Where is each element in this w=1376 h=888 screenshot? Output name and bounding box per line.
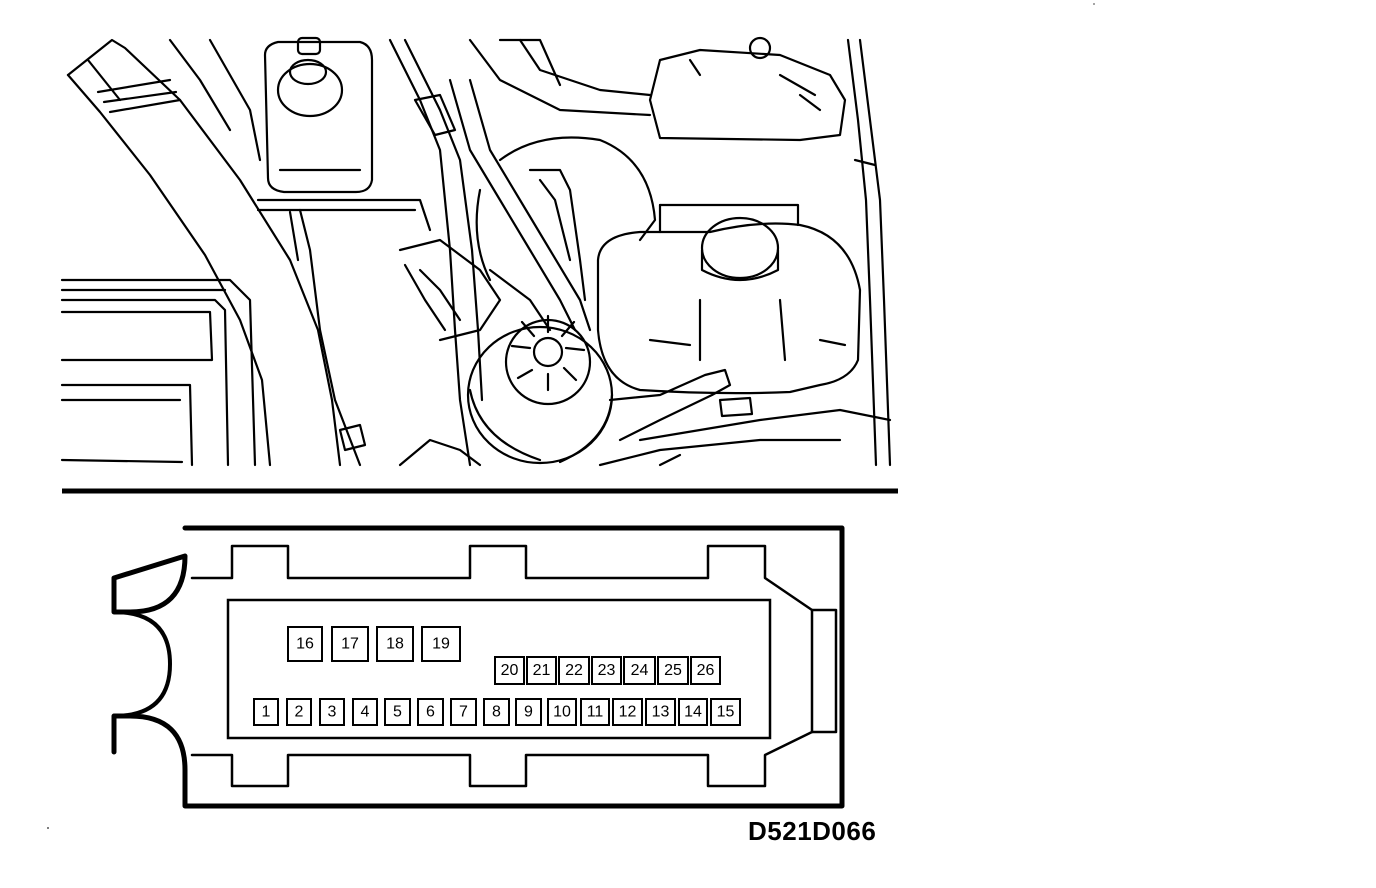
pin-3: 3 xyxy=(319,698,345,726)
pin-label: 1 xyxy=(262,704,271,721)
pin-label: 18 xyxy=(386,636,404,653)
pin-11: 11 xyxy=(580,698,610,726)
pin-label: 10 xyxy=(553,704,571,721)
pin-6: 6 xyxy=(417,698,444,726)
pin-label: 22 xyxy=(565,662,583,679)
pin-label: 11 xyxy=(587,704,604,721)
pin-label: 2 xyxy=(295,704,304,721)
stray-dot xyxy=(1093,3,1095,5)
pin-20: 20 xyxy=(494,656,525,685)
pin-label: 19 xyxy=(432,636,450,653)
pin-label: 24 xyxy=(631,662,649,679)
pin-22: 22 xyxy=(558,656,590,685)
pin-17: 17 xyxy=(331,626,369,662)
pin-10: 10 xyxy=(547,698,577,726)
pin-label: 20 xyxy=(501,662,519,679)
pin-label: 16 xyxy=(296,636,314,653)
pin-label: 13 xyxy=(652,704,670,721)
stray-dot xyxy=(47,827,49,829)
pin-12: 12 xyxy=(612,698,643,726)
pin-label: 5 xyxy=(393,704,402,721)
pin-15: 15 xyxy=(710,698,741,726)
pin-4: 4 xyxy=(352,698,378,726)
pin-label: 14 xyxy=(684,704,702,721)
pin-label: 23 xyxy=(598,662,616,679)
pin-26: 26 xyxy=(690,656,721,685)
pin-8: 8 xyxy=(483,698,510,726)
pin-19: 19 xyxy=(421,626,461,662)
diagram-code: D521D066 xyxy=(748,816,877,846)
pin-label: 12 xyxy=(619,704,637,721)
pin-23: 23 xyxy=(591,656,622,685)
pin-label: 6 xyxy=(426,704,435,721)
pin-5: 5 xyxy=(384,698,411,726)
pin-label: 17 xyxy=(341,636,359,653)
pin-label: 9 xyxy=(524,704,533,721)
pin-2: 2 xyxy=(286,698,312,726)
pin-row-middle: 20 21 22 23 24 25 26 xyxy=(494,656,721,685)
pin-label: 8 xyxy=(492,704,501,721)
engine-bay-illustration xyxy=(60,36,892,467)
pin-14: 14 xyxy=(678,698,708,726)
connector-diagram: 16 17 18 19 20 21 22 23 24 25 26 1 2 3 4… xyxy=(111,525,845,809)
pin-9: 9 xyxy=(515,698,542,726)
pin-label: 21 xyxy=(533,662,551,679)
pin-21: 21 xyxy=(526,656,557,685)
pin-13: 13 xyxy=(645,698,676,726)
pin-label: 26 xyxy=(697,662,715,679)
pin-label: 7 xyxy=(459,704,468,721)
pin-1: 1 xyxy=(253,698,279,726)
pin-7: 7 xyxy=(450,698,477,726)
pin-label: 25 xyxy=(664,662,682,679)
pin-25: 25 xyxy=(657,656,689,685)
pin-label: 4 xyxy=(361,704,370,721)
pin-18: 18 xyxy=(376,626,414,662)
pin-label: 15 xyxy=(717,704,735,721)
connector-inner-contour xyxy=(190,544,838,788)
pin-label: 3 xyxy=(328,704,337,721)
pin-row-bottom: 1 2 3 4 5 6 7 8 9 10 11 12 13 14 15 xyxy=(253,698,741,726)
connector-latch xyxy=(112,576,172,754)
pin-24: 24 xyxy=(623,656,656,685)
pin-16: 16 xyxy=(287,626,323,662)
pin-row-top: 16 17 18 19 xyxy=(287,626,461,662)
